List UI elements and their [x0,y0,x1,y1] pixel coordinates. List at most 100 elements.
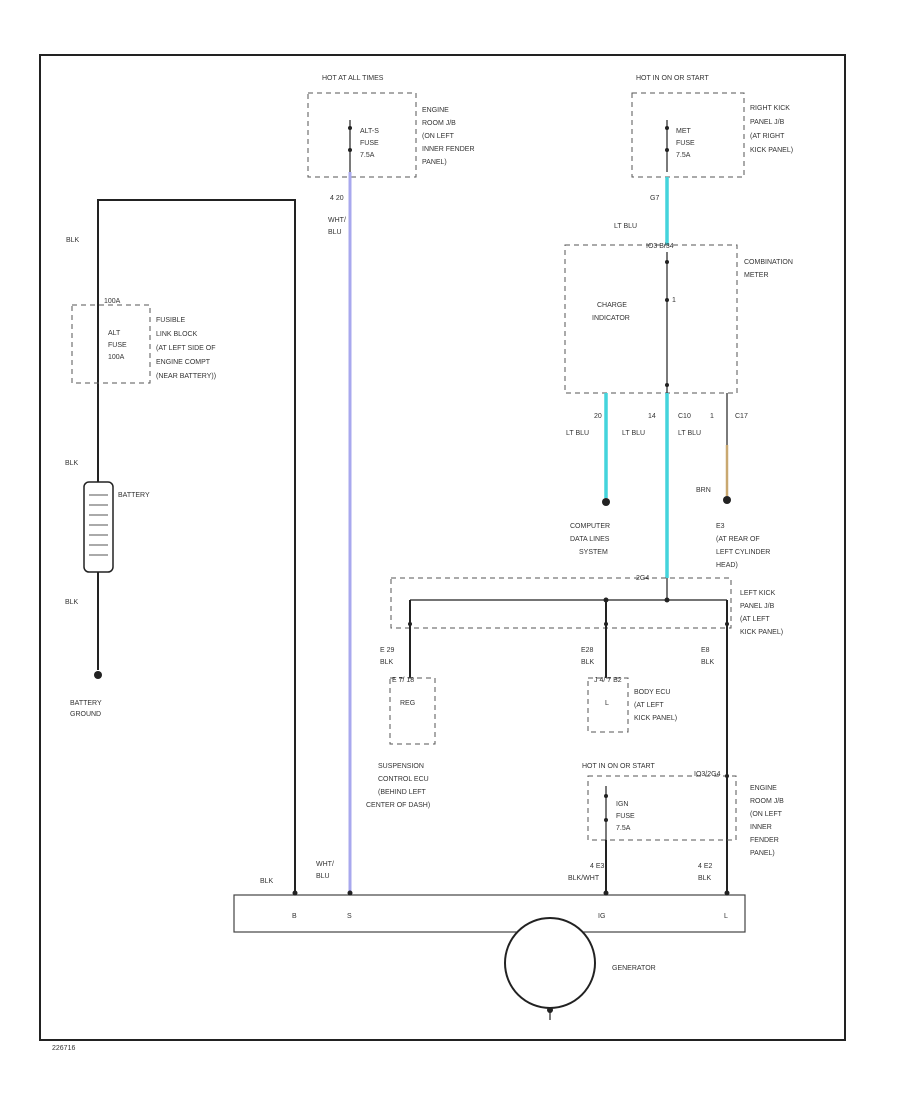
wire-blk-battery-to-generator [97,199,296,893]
wire-label-blk-right: BLK [701,659,715,666]
pin-c10: C10 [678,413,691,420]
pin-e28: E28 [581,647,594,654]
left-kick-label-1: LEFT KICK [740,590,776,597]
battery-ground-label-2: GROUND [70,711,101,718]
gen-term-b [292,890,298,896]
left-kick-label-3: (AT LEFT [740,616,770,623]
met-line1: MET [676,128,692,135]
ig-fuse-box [587,775,737,841]
jb-dot-1 [664,597,670,603]
alts-line3: 7.5A [360,152,375,159]
ig-line2: FUSE [616,813,635,820]
pin-susp: E 7/ 18 [392,677,414,684]
left-kick-label-4: KICK PANEL) [740,629,783,636]
ig-line1: IGN [616,801,628,808]
alts-loc1: ENGINE [422,107,449,114]
wire-label-blk-wht: BLK/WHT [568,875,600,882]
computer-label-1: COMPUTER [570,523,610,530]
battery-ground-terminal [94,671,102,679]
alts-loc3: (ON LEFT [422,133,455,140]
left-kick-label-2: PANEL J/B [740,603,775,610]
charge-indicator-label-2: INDICATOR [592,315,630,322]
wire-label-ltblu-top: LT BLU [614,223,637,230]
wire-label-wht-d: BLU [316,873,330,880]
wire-label-blk-body: BLK [581,659,595,666]
met-line3: 7.5A [676,152,691,159]
ig-header: HOT IN ON OR START [582,763,655,770]
fusible-loc4: ENGINE COMPT [156,359,211,366]
ig-loc1: ENGINE [750,785,777,792]
fusible-loc5: (NEAR BATTERY)) [156,373,216,380]
pin-4e2: 4 E2 [698,863,713,870]
fusible-header: 100A [104,298,121,305]
generator-label: GENERATOR [612,965,656,972]
e3-label-2: (AT REAR OF [716,536,760,543]
pin-20: 20 [594,413,602,420]
gen-label-ig: IG [598,913,605,920]
battery-label: BATTERY [118,492,150,499]
ig-loc5: FENDER [750,837,779,844]
pin-body: J 4/ 7 B2 [594,677,622,684]
body-label-2: (AT LEFT [634,702,664,709]
ig-fuse-dot-2 [604,818,608,822]
wire-label-blk-susp: BLK [380,659,394,666]
gen-term-l [724,890,730,896]
combination-meter-label-2: METER [744,272,769,279]
wire-label-blk-l: BLK [698,875,712,882]
met-fuse-dot-2 [665,148,669,152]
computer-label-2: DATA LINES [570,536,610,543]
meter-dot-1 [665,260,669,264]
jb-pin-dot-3 [725,622,729,626]
gen-label-b: B [292,913,297,920]
charge-indicator-label-1: CHARGE [597,302,627,309]
body-ecu-box [587,677,629,733]
fusible-loc3: (AT LEFT SIDE OF [156,345,216,352]
ig-loc6: PANEL) [750,850,775,857]
suspension-box-label: REG [400,700,415,707]
alts-line1: ALT-S [360,128,379,135]
ig-fuse-dot-1 [604,794,608,798]
wire-label-wht-b: BLU [328,229,342,236]
suspension-label-3: (BEHIND LEFT [378,789,427,796]
pin-alts: 4 20 [330,195,344,202]
met-fuse-dot-1 [665,126,669,130]
wire-label-ltblu-2: LT BLU [622,430,645,437]
pin-meter-top: IO3 B/34 [646,243,674,250]
wire-label-brn: BRN [696,487,711,494]
generator-connector [233,894,746,933]
alts-header: HOT AT ALL TIMES [322,75,384,82]
fusible-loc1: FUSIBLE [156,317,186,324]
computer-terminal [602,498,610,506]
wire-label-ltblu-1: LT BLU [566,430,589,437]
pin-ig-top: IO3/2G4 [694,771,721,778]
pin-met: G7 [650,195,659,202]
fusible-loc2: LINK BLOCK [156,331,198,338]
wire-label-blk-bat-top: BLK [65,460,79,467]
combination-meter-box [564,244,738,394]
combination-meter-label-1: COMBINATION [744,259,793,266]
e3-label-1: E3 [716,523,725,530]
fusible-line2: FUSE [108,342,127,349]
alts-fuse-dot-2 [348,148,352,152]
body-label-1: BODY ECU [634,689,670,696]
alts-loc4: INNER FENDER [422,146,475,153]
generator-symbol [504,917,596,1009]
pin-e8: E8 [701,647,710,654]
computer-label-3: SYSTEM [579,549,608,556]
ig-loc2: ROOM J/B [750,798,784,805]
pin-14: 14 [648,413,656,420]
battery-cells [89,494,108,556]
e3-label-3: LEFT CYLINDER [716,549,770,556]
gen-label-l: L [724,913,728,920]
footer-code: 226716 [52,1045,75,1052]
wire-label-blk-top: BLK [66,237,80,244]
wire-label-blk-bat-bottom: BLK [65,599,79,606]
met-loc4: KICK PANEL) [750,147,793,154]
diagram-frame [39,54,846,1041]
wire-label-blk-gen: BLK [260,878,274,885]
suspension-label-2: CONTROL ECU [378,776,429,783]
met-line2: FUSE [676,140,695,147]
alts-loc2: ROOM J/B [422,120,456,127]
pin-4e3: 4 E3 [590,863,605,870]
